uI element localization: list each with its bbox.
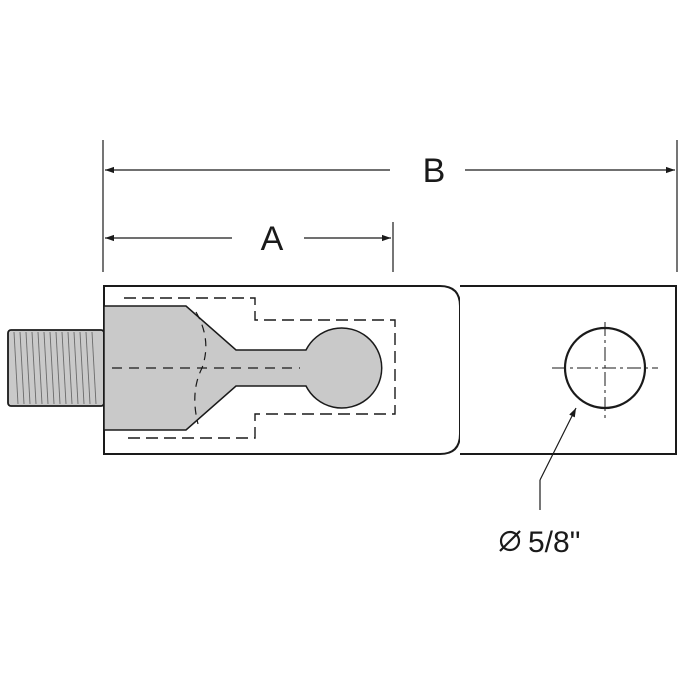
inner-cavity — [103, 305, 383, 431]
dimension-a: A — [105, 220, 391, 258]
mounting-hole — [552, 322, 658, 420]
dimension-b-label: B — [423, 152, 446, 190]
hidden-outline — [124, 297, 396, 439]
hidden-taper-curve — [194, 311, 207, 425]
hole-callout: 5/8" — [499, 526, 580, 559]
diameter-symbol-icon — [499, 530, 521, 552]
hole-leader-arrow — [539, 407, 577, 481]
dimension-a-label: A — [261, 220, 284, 258]
hole-diameter-label: 5/8" — [528, 526, 580, 559]
threaded-stud — [7, 329, 105, 407]
dimension-b: B — [105, 152, 675, 190]
thread-lines — [13, 331, 97, 405]
